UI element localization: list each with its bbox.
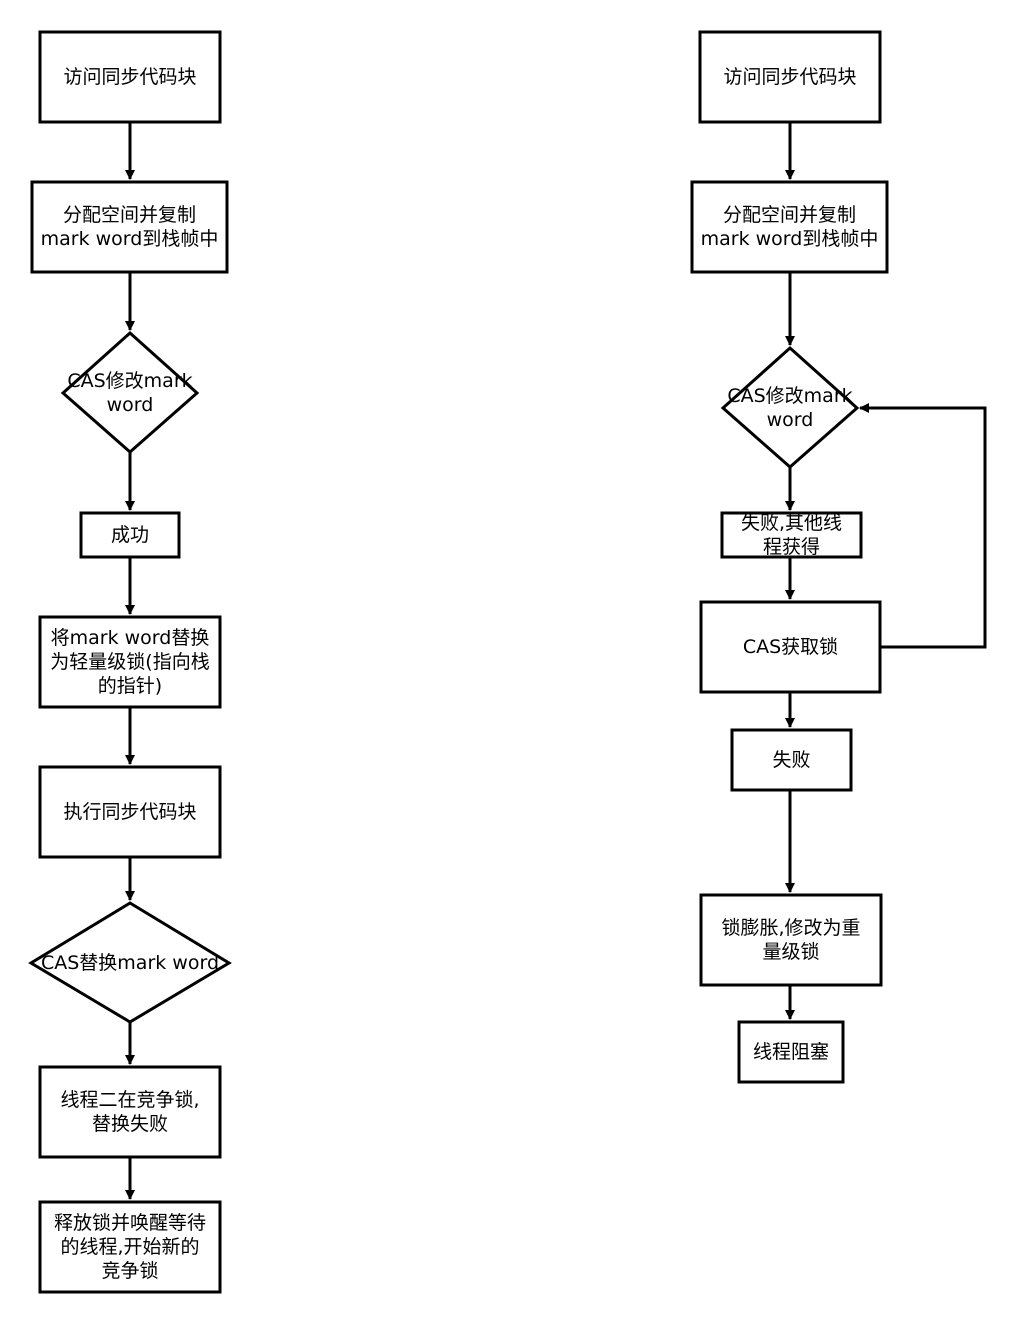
left-execute-box: [38, 765, 222, 859]
right-fail-box: [730, 728, 853, 792]
left-release-box: [38, 1200, 222, 1294]
left-success-box: [79, 511, 181, 559]
right-cas-acquire-box: [699, 600, 882, 694]
left-replace-box: [38, 615, 222, 709]
right-fail-other-box: [720, 511, 863, 559]
left-cas-replace-diamond: [28, 901, 232, 1024]
right-cas-modify-diamond: [720, 345, 860, 469]
left-cas-modify-diamond: [60, 330, 200, 454]
left-access-box: [38, 30, 222, 124]
right-inflate-box: [699, 893, 883, 987]
right-loop-edge: [859, 403, 987, 649]
right-allocate-box: [690, 180, 889, 274]
left-allocate-box: [30, 180, 229, 274]
right-access-box: [698, 30, 882, 124]
left-thread2-box: [38, 1065, 222, 1159]
right-block-box: [737, 1020, 845, 1084]
